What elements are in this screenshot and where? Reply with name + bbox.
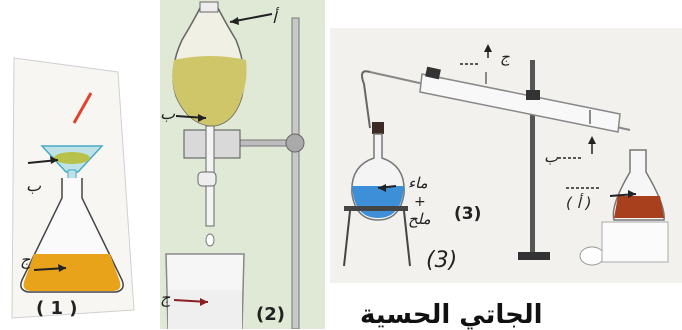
- label-j-flask: ج: [20, 250, 31, 269]
- figure-number-3: (3): [454, 204, 482, 224]
- distillation-drawing: [343, 44, 669, 267]
- label-salt: ملح: [408, 210, 431, 228]
- distillation-panel: ج ب ( أ ) ماء + ملح (3) (3): [330, 28, 682, 283]
- label-a-funnel: أ: [272, 8, 277, 27]
- figure-number-1: ( 1 ): [36, 298, 78, 319]
- label-j-beaker: ج: [160, 288, 171, 307]
- label-b-filter: ب: [26, 176, 42, 195]
- label-b-funnel: ب: [160, 104, 176, 123]
- label-j-condenser: ج: [500, 48, 510, 66]
- separation-drawing: [165, 1, 305, 329]
- label-plus: +: [414, 194, 426, 210]
- figure-number-3-large: (3): [426, 248, 458, 273]
- filtration-panel: ب ج ( 1 ): [6, 48, 136, 329]
- bottom-caption: الجاتي الحسية: [360, 300, 543, 330]
- separation-panel: أ ب ج (2): [160, 0, 325, 329]
- label-water: ماء: [408, 174, 428, 192]
- label-b-condenser: ب: [544, 148, 559, 166]
- figure-number-2: (2): [256, 304, 285, 325]
- filtration-drawing: [11, 57, 135, 319]
- label-a-receiver: ( أ ): [566, 194, 592, 212]
